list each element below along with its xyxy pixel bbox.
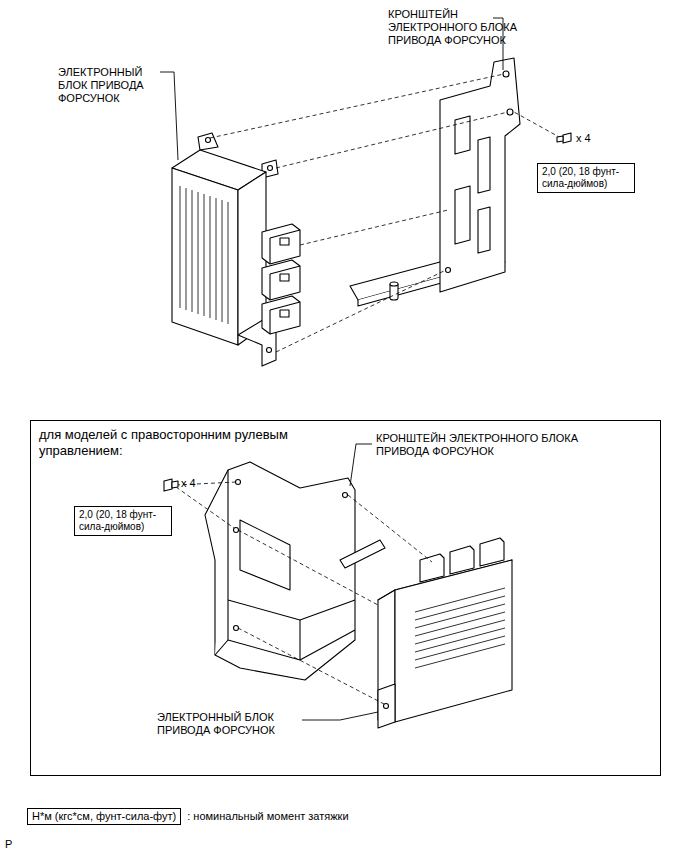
injector-driver-ecu xyxy=(172,133,300,366)
part-name: ЭЛЕКТРОННЫЙ БЛОК ПРИВОДА ФОРСУНОК xyxy=(157,711,302,737)
bolt-symbol xyxy=(557,133,571,143)
alignment-lines xyxy=(176,482,432,704)
quantity: x 4 xyxy=(181,477,196,490)
variant-panel: для моделей с правосторонним рулевым упр… xyxy=(30,420,661,776)
alignment-lines xyxy=(210,74,561,352)
ecu-bracket xyxy=(205,462,385,680)
cooling-fins xyxy=(415,588,505,668)
torque-value: 2,0 (20, 18 фунт-сила-дюймов) xyxy=(542,166,630,190)
bolt-symbol xyxy=(164,479,178,491)
torque-box: 2,0 (20, 18 фунт-сила-дюймов) xyxy=(74,506,172,536)
quantity: x 4 xyxy=(576,132,591,145)
part-name: КРОНШТЕЙН ЭЛЕКТРОННОГО БЛОКА ПРИВОДА ФОР… xyxy=(376,432,616,458)
torque-box: 2,0 (20, 18 фунт-сила-дюймов) xyxy=(537,163,635,193)
torque-value: 2,0 (20, 18 фунт-сила-дюймов) xyxy=(79,509,167,533)
legend-box: Н*м (кгс*см, фунт-сила-фут) xyxy=(27,808,181,825)
torque-value: Н*м (кгс*см, фунт-сила-фут) xyxy=(32,810,176,823)
panel-heading: для моделей с правосторонним рулевым упр… xyxy=(39,427,369,458)
figure-code: P xyxy=(5,838,12,851)
ecu-bracket xyxy=(350,58,520,306)
part-name: КРОНШТЕЙН ЭЛЕКТРОННОГО БЛОКА ПРИВОДА ФОР… xyxy=(388,8,538,48)
cooling-fins xyxy=(180,186,228,324)
part-name: ЭЛЕКТРОННЫЙ БЛОК ПРИВОДА ФОРСУНОК xyxy=(58,66,162,106)
injector-driver-ecu xyxy=(378,538,512,728)
leader-lines xyxy=(302,444,378,720)
legend-note: : номинальный момент затяжки xyxy=(187,810,348,823)
